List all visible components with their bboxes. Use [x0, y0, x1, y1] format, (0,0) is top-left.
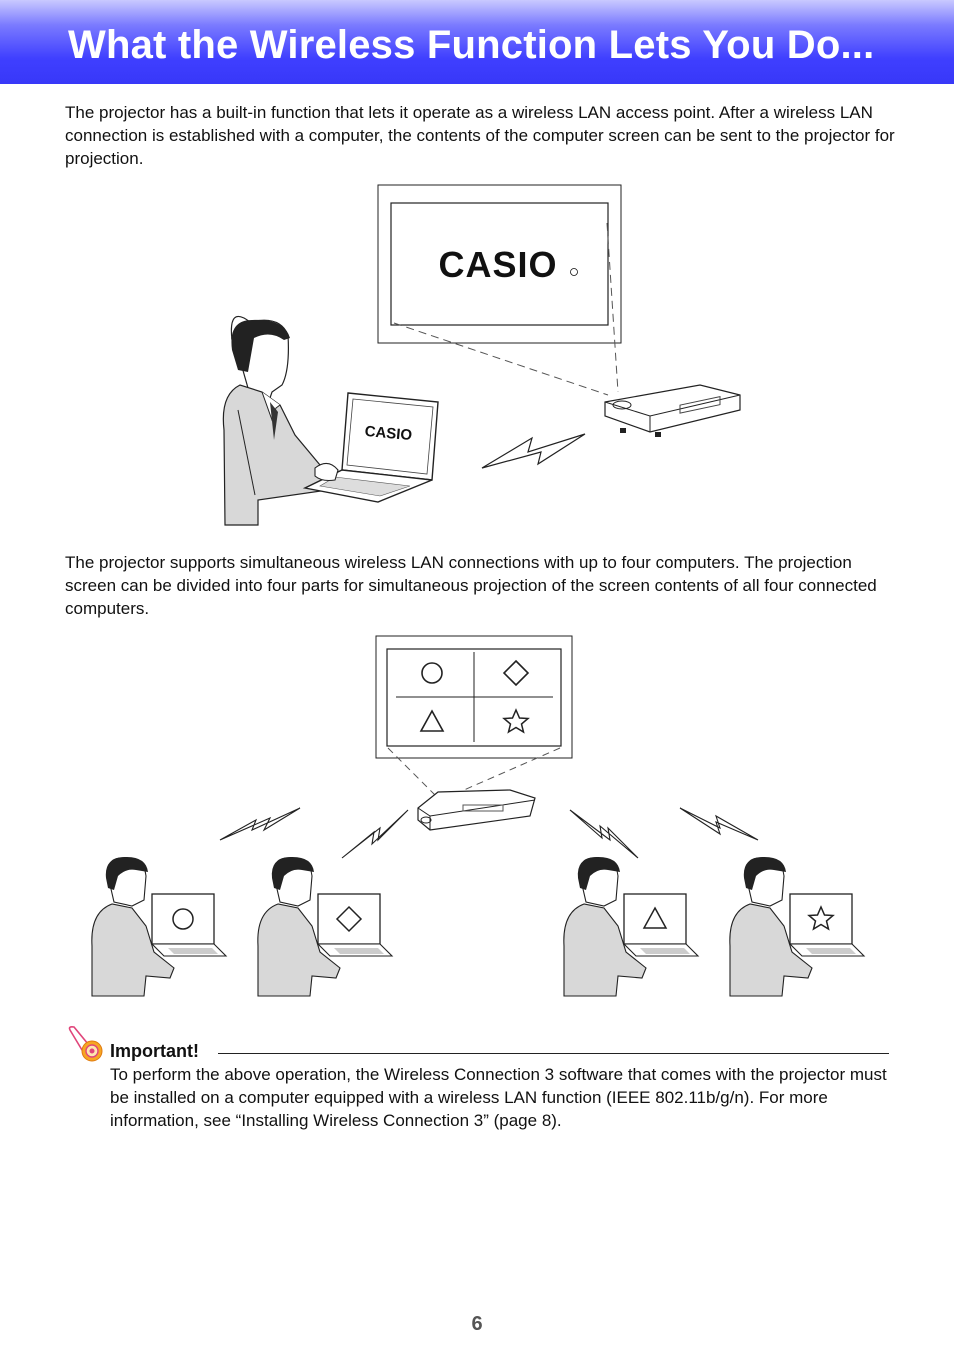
laptop-circle-icon — [172, 908, 194, 930]
projection-beam — [393, 222, 619, 396]
multi-connection-paragraph: The projector supports simultaneous wire… — [65, 553, 877, 618]
single-connection-figure: CASIO CASIO — [222, 184, 741, 526]
laptop-diamond-icon — [335, 905, 363, 933]
wireless-signal-icon — [341, 809, 409, 859]
user-1 — [91, 856, 228, 997]
intro-paragraph: The projector has a built-in function th… — [65, 103, 895, 168]
multi-connection-figure — [91, 635, 866, 997]
laptop-star-icon — [807, 905, 835, 931]
triangle-shape-icon — [419, 709, 445, 732]
important-heading: Important! — [110, 1041, 199, 1061]
projection-beam — [387, 747, 561, 799]
laptop-icon: CASIO — [302, 392, 439, 503]
user-3 — [563, 856, 700, 997]
star-shape-icon — [502, 708, 530, 734]
laptop-triangle-icon — [642, 906, 668, 929]
person-icon — [222, 315, 331, 526]
diamond-shape-icon — [502, 659, 530, 687]
circle-shape-icon — [421, 662, 443, 684]
important-body: To perform the above operation, the Wire… — [110, 1065, 887, 1130]
projector-icon — [417, 789, 536, 831]
important-icon — [68, 1026, 103, 1062]
screen-casio-logo: CASIO — [438, 244, 557, 285]
split-projection-screen — [375, 635, 573, 759]
projection-screen: CASIO — [377, 184, 622, 344]
wireless-signal-icon — [569, 809, 639, 859]
page-header: What the Wireless Function Lets You Do..… — [0, 0, 954, 84]
page-title: What the Wireless Function Lets You Do..… — [68, 23, 875, 67]
user-4 — [729, 856, 866, 997]
wireless-signal-icon — [679, 807, 759, 841]
projector-icon — [604, 384, 741, 437]
wireless-signal-icon — [481, 433, 586, 469]
wireless-signal-icon — [219, 807, 301, 841]
user-2 — [257, 856, 394, 997]
important-divider — [218, 1053, 889, 1054]
laptop-casio-logo: CASIO — [364, 423, 413, 444]
page-number: 6 — [471, 1313, 483, 1335]
